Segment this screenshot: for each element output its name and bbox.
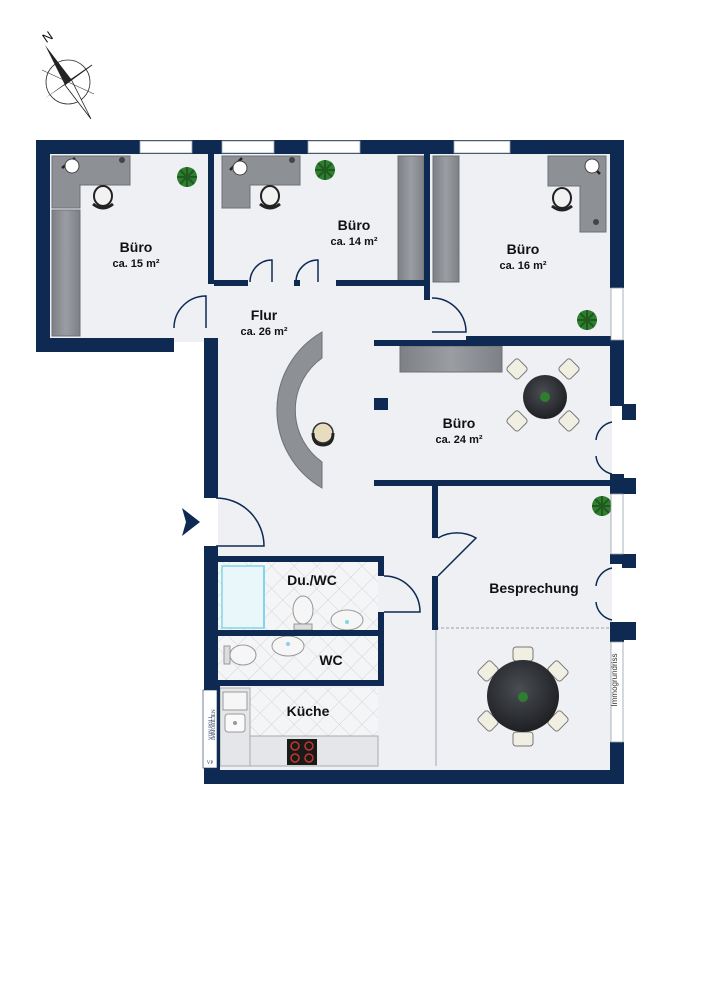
logo-mark: VP: [207, 761, 214, 766]
conf-table-plant-icon: [518, 692, 528, 702]
desk-nw: [51, 155, 131, 337]
conf-chair-6-icon: [477, 710, 499, 732]
conf-chair-1-icon: [512, 646, 534, 662]
room-buero-e-area: ca. 24 m²: [435, 434, 482, 446]
room-buero-n-name: Büro: [338, 217, 371, 233]
von-poll-logo: VP VON POLL IMMOBILIEN: [202, 689, 218, 769]
room-buero-e: Büro ca. 24 m²: [435, 415, 482, 446]
room-dusche-wc-name: Du./WC: [287, 572, 337, 588]
plant-ne-icon: [577, 310, 597, 330]
conf-chair-4-icon: [547, 710, 569, 732]
room-flur-name: Flur: [251, 307, 278, 323]
room-wc: WC: [319, 652, 342, 668]
room-buero-n: Büro ca. 14 m²: [330, 217, 377, 248]
room-buero-e-name: Büro: [443, 415, 476, 431]
room-besprechung: Besprechung: [489, 580, 578, 596]
room-wc-name: WC: [319, 652, 342, 668]
windows: [139, 140, 624, 743]
chair-e-1-icon: [506, 358, 528, 380]
compass-north-label: N: [39, 28, 55, 46]
chair-e-3-icon: [506, 410, 528, 432]
round-table-e: [506, 358, 580, 432]
kitchen-sink-icon: [222, 691, 248, 733]
cooktop-icon: [287, 739, 317, 765]
plant-nw-icon: [177, 167, 197, 187]
desk-n: [221, 155, 301, 209]
room-buero-nw: Büro ca. 15 m²: [112, 239, 159, 270]
room-buero-ne: Büro ca. 16 m²: [499, 241, 546, 272]
office-chair-ne-icon: [551, 187, 573, 212]
room-dusche-wc: Du./WC: [287, 572, 337, 588]
room-besprechung-name: Besprechung: [489, 580, 578, 596]
room-buero-ne-area: ca. 16 m²: [499, 260, 546, 272]
room-buero-nw-area: ca. 15 m²: [112, 258, 159, 270]
conf-chair-2-icon: [512, 731, 534, 747]
chair-e-2-icon: [558, 358, 580, 380]
office-chair-n-icon: [259, 185, 281, 210]
shower-glass: [221, 565, 265, 629]
compass: N: [39, 28, 95, 120]
sink-dwc-icon: [330, 609, 364, 631]
toilet-dwc-icon: [292, 595, 314, 631]
entrance-arrow-icon: [182, 508, 200, 536]
reception-desk: [276, 331, 323, 489]
floor-area: [48, 150, 612, 770]
conference-table: [477, 646, 569, 747]
reception-chair-icon: [311, 422, 335, 447]
room-flur-area: ca. 26 m²: [240, 326, 287, 338]
logo-brand: VON POLL: [209, 715, 214, 740]
plant-n-icon: [315, 160, 335, 180]
sink-wc-icon: [271, 635, 305, 657]
room-kueche-name: Küche: [287, 703, 330, 719]
glass-partition: [435, 627, 612, 766]
chair-e-4-icon: [558, 410, 580, 432]
room-buero-nw-name: Büro: [120, 239, 153, 255]
watermark-text: Immogrundriss: [610, 654, 619, 707]
room-buero-ne-name: Büro: [507, 241, 540, 257]
room-flur: Flur ca. 26 m²: [240, 307, 287, 338]
office-chair-nw-icon: [92, 185, 114, 210]
conf-chair-3-icon: [547, 660, 569, 682]
sideboard-e: [399, 345, 503, 373]
shelf-ne: [432, 155, 460, 283]
plant-besprechung-icon: [592, 496, 612, 516]
logo-sub: IMMOBILIEN: [212, 709, 217, 740]
pillar: [374, 398, 388, 410]
room-kueche: Küche: [287, 703, 330, 719]
compass-rose-icon: [41, 45, 95, 120]
conf-chair-5-icon: [477, 660, 499, 682]
doors: [173, 259, 613, 664]
shelf-n: [397, 155, 425, 283]
table-plant-e-icon: [540, 392, 550, 402]
desk-ne: [547, 155, 607, 233]
room-buero-n-area: ca. 14 m²: [330, 236, 377, 248]
toilet-wc-icon: [223, 644, 257, 666]
